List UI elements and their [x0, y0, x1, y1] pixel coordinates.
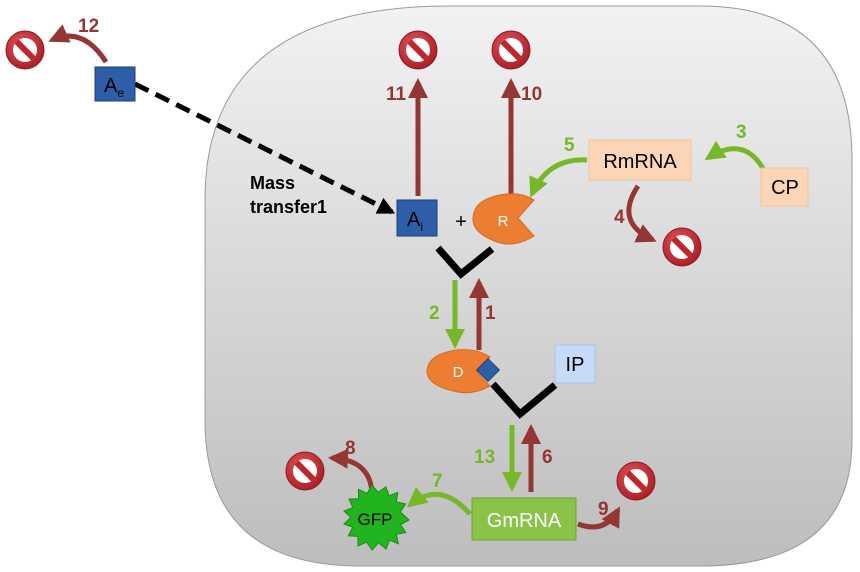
node-cp-label: CP — [771, 177, 799, 199]
arrow-translation-7 — [406, 487, 472, 516]
reaction-number-10: 10 — [521, 84, 542, 105]
node-gmrna-box — [471, 497, 577, 541]
node-rmrna-box — [588, 139, 692, 181]
reaction-number-7: 7 — [432, 471, 443, 492]
arrow-degradation-4 — [626, 184, 657, 243]
node-ae-box — [94, 66, 136, 102]
node-gfp-label: GFP — [358, 510, 393, 529]
null-icon-10 — [492, 31, 530, 69]
node-d-label: D — [453, 364, 464, 381]
node-ai-box — [396, 199, 438, 237]
binding-bracket-top — [435, 245, 495, 279]
reaction-number-3: 3 — [736, 122, 747, 143]
node-gfp-star — [343, 484, 410, 551]
node-r-shape — [472, 193, 535, 245]
null-icon-11 — [399, 31, 437, 69]
reaction-number-4: 4 — [614, 207, 625, 228]
node-r-label: R — [498, 213, 509, 230]
binding-bracket-bottom — [490, 381, 558, 419]
reaction-number-13: 13 — [474, 447, 495, 468]
arrow-degradation-9 — [577, 506, 621, 530]
reaction-number-8: 8 — [345, 438, 356, 459]
arrow-translation-5 — [529, 157, 588, 198]
reaction-number-9: 9 — [598, 499, 609, 520]
node-cp-box — [760, 167, 809, 207]
null-icon-4 — [663, 228, 701, 266]
arrow-degradation-12 — [48, 24, 109, 64]
arrow-transcription-3 — [704, 140, 768, 174]
reaction-number-11: 11 — [386, 84, 407, 105]
node-rmrna-label: RmRNA — [603, 151, 677, 173]
reaction-number-1: 1 — [485, 303, 496, 324]
mass-transfer-label-line1: Mass — [250, 173, 295, 193]
reaction-number-6: 6 — [542, 447, 553, 468]
plus-sign: + — [455, 211, 467, 233]
reaction-number-5: 5 — [564, 135, 575, 156]
node-d-bound-inducer — [475, 357, 501, 383]
node-ip-box — [554, 344, 596, 384]
null-icon-12 — [6, 31, 44, 69]
reaction-number-2: 2 — [429, 303, 440, 324]
arrow-mass-transfer — [133, 81, 396, 215]
null-icon-8 — [286, 452, 324, 490]
mass-transfer-label-line2: transfer1 — [250, 197, 327, 217]
node-gmrna-label: GmRNA — [487, 510, 562, 532]
node-ae-label: Ae — [104, 75, 124, 100]
node-ai-label: Ai — [407, 209, 423, 234]
node-d-shape — [426, 349, 491, 394]
reaction-number-12: 12 — [78, 16, 99, 37]
node-ip-label: IP — [566, 354, 585, 376]
null-icon-9 — [617, 462, 655, 500]
